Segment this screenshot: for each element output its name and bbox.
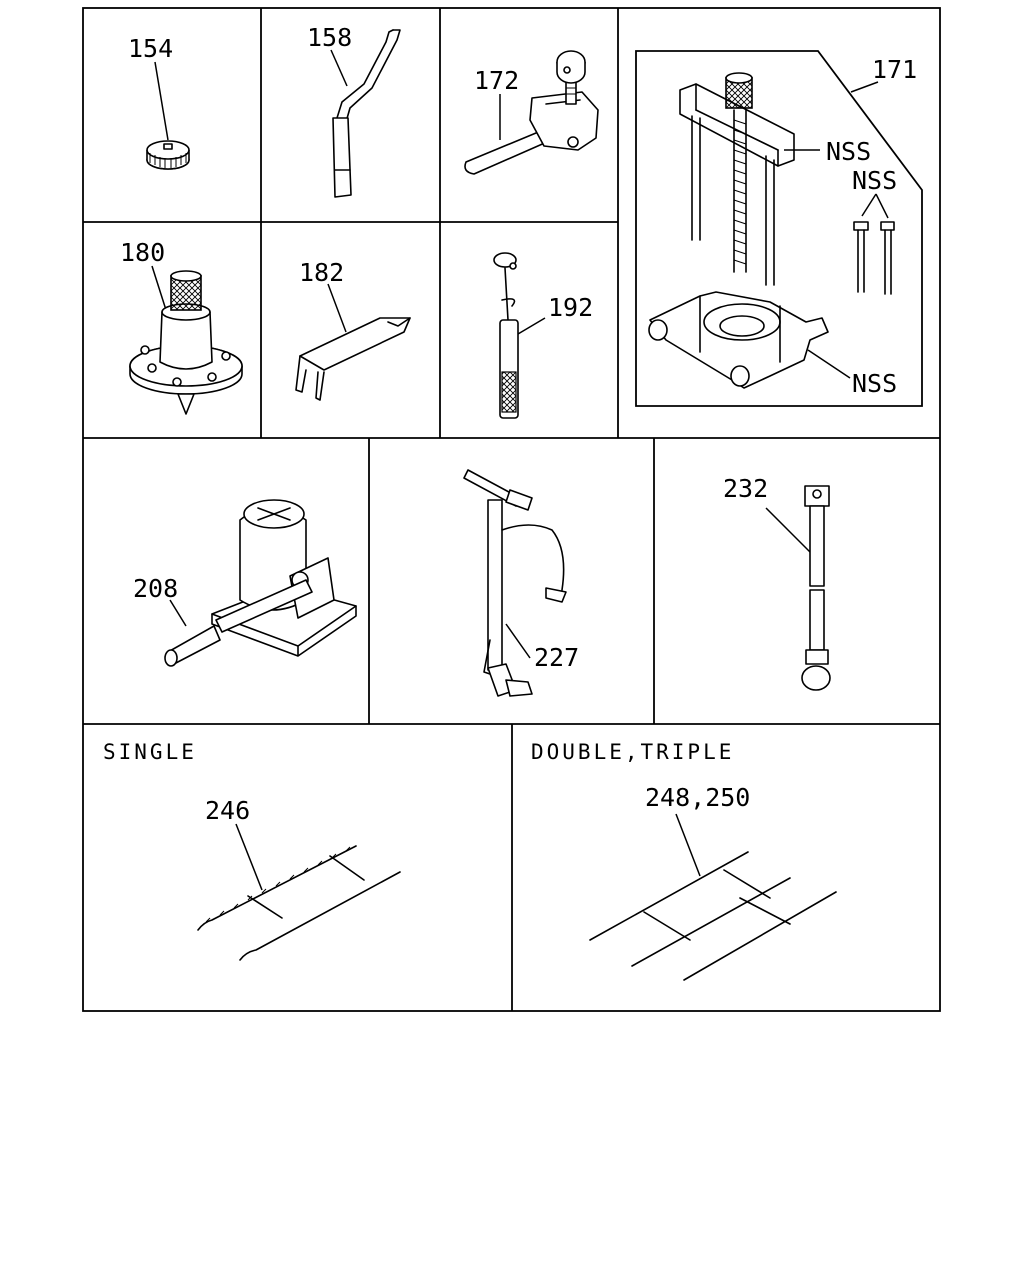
grid-frame (82, 7, 941, 1012)
part-227-air-pump (463, 469, 567, 697)
callout-158: 158 (307, 23, 352, 52)
part-208-bottle-jack (164, 499, 357, 667)
callout-nss-bar: NSS (826, 137, 871, 166)
part-154-knob (146, 61, 190, 170)
part-248-250-double-tire-chain (589, 813, 837, 981)
caption-double-triple: DOUBLE,TRIPLE (531, 740, 734, 764)
callout-227: 227 (534, 643, 579, 672)
callout-182: 182 (299, 258, 344, 287)
callout-192: 192 (548, 293, 593, 322)
caption-single: SINGLE (103, 740, 197, 764)
part-232-extension-bar (765, 485, 831, 691)
callout-172: 172 (474, 66, 519, 95)
part-192-probe-tool (493, 252, 546, 419)
part-246-single-tire-chain (197, 823, 401, 961)
callout-154: 154 (128, 34, 173, 63)
callout-180: 180 (120, 238, 165, 267)
callout-232: 232 (723, 474, 768, 503)
part-158-crank-handle (330, 29, 401, 198)
part-172-clamp-tool (464, 50, 599, 175)
callout-nss-separator: NSS (852, 369, 897, 398)
callout-246: 246 (205, 796, 250, 825)
callout-248-250: 248,250 (645, 783, 750, 812)
callout-171: 171 (872, 55, 917, 84)
part-180-puller-base (129, 265, 243, 415)
part-182-bracket (295, 283, 411, 401)
part-171-bearing-puller (635, 50, 923, 407)
callout-208: 208 (133, 574, 178, 603)
callout-labels: 154 158 172 171 NSS NSS NSS 180 182 192 … (103, 23, 917, 825)
callout-nss-bolts: NSS (852, 166, 897, 195)
